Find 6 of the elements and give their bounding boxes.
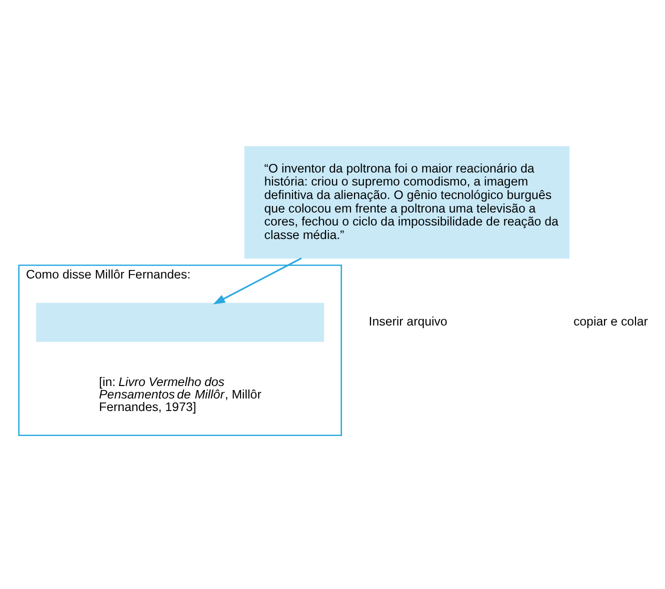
cluster: Como disse Millôr Fernandes: [in: Livro Vermelho dos Pensamentos de Millôr, Millôr Fernandes, 1973] <box>18 264 342 436</box>
node-box: “O inventor da poltrona foi o maior reacionário da história: criou o supremo comodismo, a imagem definitiva da alienação. O gênio tecnológico burguês que colocou em frente a poltrona uma televisão a cores, fechou o ciclo da impossibilidade de reação da classe média.” <box>244 146 570 259</box>
node-bar <box>36 302 324 342</box>
label: Inserir arquivo <box>368 314 448 329</box>
label: copiar e colar <box>573 314 648 329</box>
arrow <box>213 258 302 304</box>
